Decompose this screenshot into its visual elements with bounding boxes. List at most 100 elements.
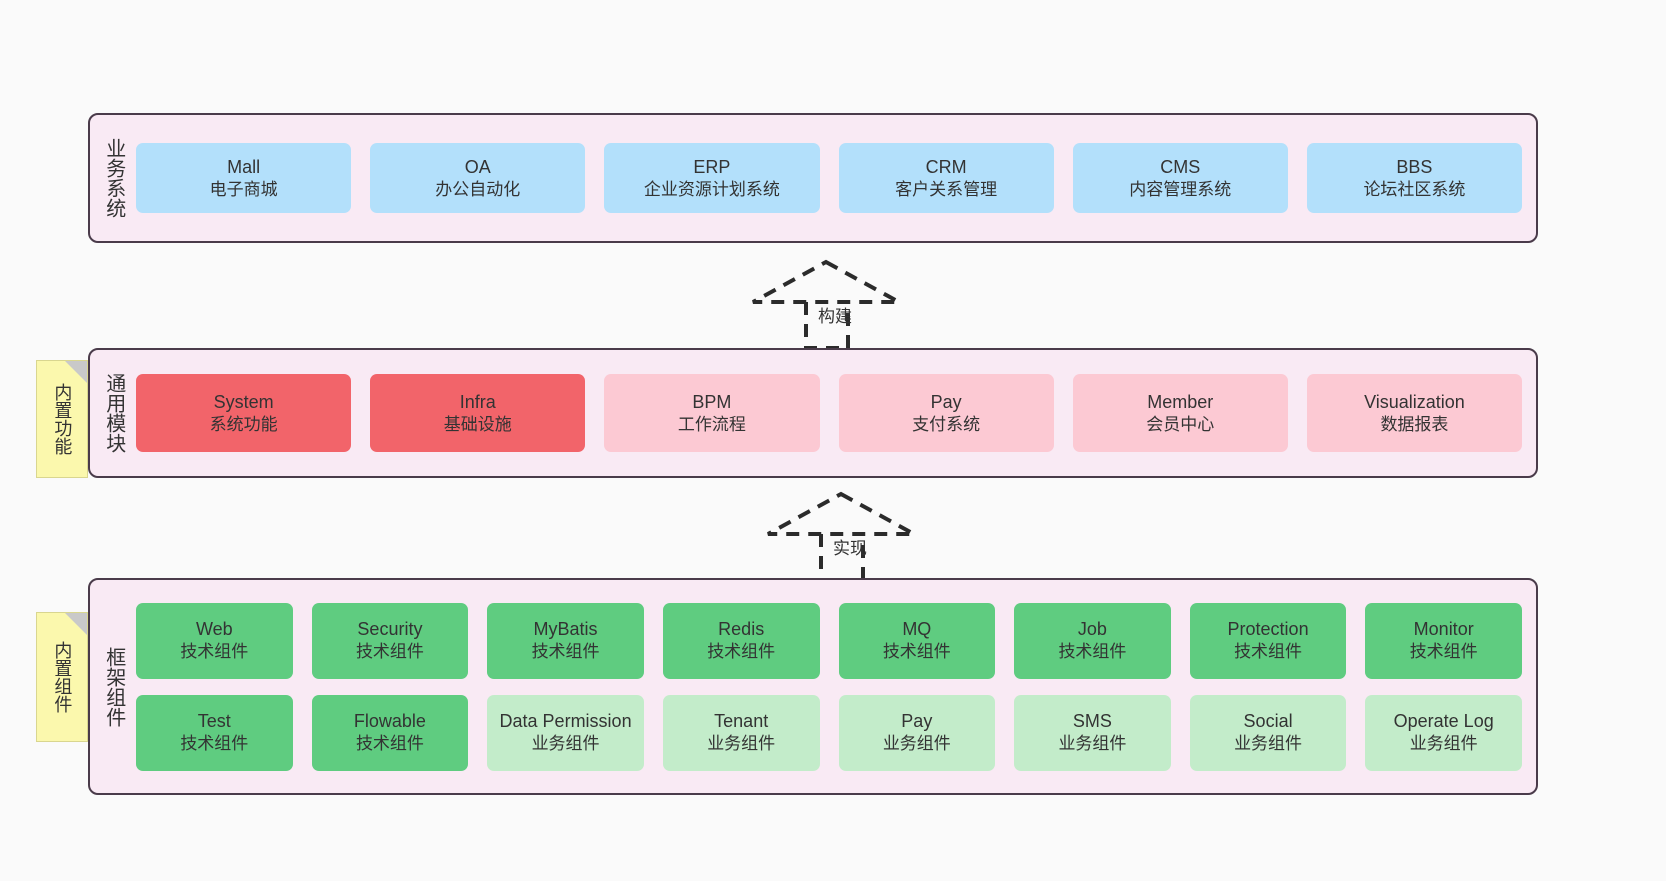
node-title: Protection: [1227, 619, 1309, 640]
node-subtitle: 会员中心: [1146, 414, 1215, 434]
layer-row: Mall 电子商城 OA 办公自动化 ERP 企业资源计划系统 CRM 客户关系…: [136, 143, 1523, 213]
layer-business-systems: 业务系统 Mall 电子商城 OA 办公自动化 ERP 企业资源计划系统 CRM…: [88, 113, 1538, 243]
layer-title-common: 通用模块: [102, 373, 125, 453]
node-subtitle: 企业资源计划系统: [643, 179, 780, 199]
node-subtitle: 技术组件: [531, 642, 600, 662]
node-redis[interactable]: Redis 技术组件: [662, 602, 820, 679]
note-label: 内置组件: [52, 641, 73, 713]
node-title: BPM: [692, 391, 732, 412]
node-title: Job: [1077, 619, 1107, 640]
node-title: Tenant: [714, 711, 769, 732]
node-title: Infra: [459, 391, 496, 412]
node-subtitle: 支付系统: [912, 414, 981, 434]
node-web[interactable]: Web 技术组件: [136, 602, 293, 679]
node-title: CMS: [1160, 156, 1201, 177]
node-title: Member: [1147, 391, 1214, 412]
node-title: Redis: [718, 619, 765, 640]
node-pay[interactable]: Pay 支付系统: [838, 374, 1054, 452]
connector-implement: 实现: [766, 490, 916, 582]
node-job[interactable]: Job 技术组件: [1014, 602, 1171, 679]
node-title: Web: [195, 619, 233, 640]
node-flowable[interactable]: Flowable 技术组件: [311, 694, 469, 771]
layer-body-common: System 系统功能 Infra 基础设施 BPM 工作流程 Pay 支付系统…: [136, 350, 1536, 476]
node-operate-log[interactable]: Operate Log 业务组件: [1365, 694, 1522, 771]
node-test[interactable]: Test 技术组件: [136, 694, 293, 771]
node-infra[interactable]: Infra 基础设施: [370, 374, 586, 452]
connector-label-implement: 实现: [833, 539, 867, 558]
node-title: MQ: [902, 619, 932, 640]
node-social[interactable]: Social 业务组件: [1189, 694, 1347, 771]
node-protection[interactable]: Protection 技术组件: [1189, 602, 1347, 679]
node-title: Flowable: [353, 711, 426, 732]
node-subtitle: 内容管理系统: [1129, 179, 1232, 199]
node-subtitle: 办公自动化: [435, 179, 521, 199]
node-title: System: [213, 391, 274, 412]
node-title: Visualization: [1364, 391, 1465, 412]
node-mq[interactable]: MQ 技术组件: [838, 602, 996, 679]
node-subtitle: 数据报表: [1380, 414, 1449, 434]
node-sms[interactable]: SMS 业务组件: [1014, 694, 1171, 771]
node-tenant[interactable]: Tenant 业务组件: [662, 694, 820, 771]
node-subtitle: 业务组件: [882, 734, 951, 754]
node-subtitle: 技术组件: [1234, 642, 1303, 662]
note-fold-icon: [65, 613, 87, 635]
node-crm[interactable]: CRM 客户关系管理: [838, 143, 1054, 213]
node-mybatis[interactable]: MyBatis 技术组件: [487, 602, 644, 679]
node-subtitle: 客户关系管理: [895, 179, 998, 199]
node-subtitle: 工作流程: [677, 414, 746, 434]
node-title: Security: [357, 619, 423, 640]
layer-common-modules: 通用模块 System 系统功能 Infra 基础设施 BPM 工作流程 Pay…: [88, 348, 1538, 478]
node-title: Social: [1243, 711, 1293, 732]
node-title: Pay: [930, 391, 962, 412]
node-pay-component[interactable]: Pay 业务组件: [838, 694, 996, 771]
node-subtitle: 业务组件: [707, 734, 776, 754]
node-title: Data Permission: [499, 711, 632, 732]
node-bbs[interactable]: BBS 论坛社区系统: [1306, 143, 1523, 213]
node-subtitle: 电子商城: [209, 179, 278, 199]
node-title: CRM: [925, 156, 967, 177]
node-subtitle: 业务组件: [1234, 734, 1303, 754]
node-subtitle: 技术组件: [180, 642, 249, 662]
node-subtitle: 技术组件: [707, 642, 776, 662]
note-label: 内置功能: [52, 383, 73, 455]
node-erp[interactable]: ERP 企业资源计划系统: [604, 143, 820, 213]
node-subtitle: 论坛社区系统: [1363, 179, 1466, 199]
node-title: Monitor: [1413, 619, 1474, 640]
node-bpm[interactable]: BPM 工作流程: [604, 374, 820, 452]
node-subtitle: 技术组件: [882, 642, 951, 662]
node-title: OA: [464, 156, 491, 177]
node-title: BBS: [1396, 156, 1433, 177]
node-security[interactable]: Security 技术组件: [311, 602, 469, 679]
node-system[interactable]: System 系统功能: [136, 374, 352, 452]
layer-row: Web 技术组件 Security 技术组件 MyBatis 技术组件 Redi…: [136, 602, 1522, 679]
layer-framework-components: 框架组件 Web 技术组件 Security 技术组件 MyBatis 技术组件…: [88, 578, 1538, 795]
node-subtitle: 技术组件: [1058, 642, 1127, 662]
node-subtitle: 业务组件: [1058, 734, 1127, 754]
node-subtitle: 系统功能: [209, 414, 278, 434]
layer-row: Test 技术组件 Flowable 技术组件 Data Permission …: [136, 694, 1522, 771]
node-subtitle: 技术组件: [355, 642, 424, 662]
node-title: Test: [197, 711, 231, 732]
node-member[interactable]: Member 会员中心: [1072, 374, 1288, 452]
layer-row: System 系统功能 Infra 基础设施 BPM 工作流程 Pay 支付系统…: [136, 374, 1523, 452]
node-title: MyBatis: [533, 619, 598, 640]
node-title: Mall: [227, 156, 261, 177]
node-visualization[interactable]: Visualization 数据报表: [1306, 374, 1523, 452]
node-subtitle: 业务组件: [531, 734, 600, 754]
layer-title-business: 业务系统: [102, 138, 125, 218]
node-subtitle: 技术组件: [355, 734, 424, 754]
connector-build: 构建: [751, 258, 901, 350]
node-title: Operate Log: [1393, 711, 1494, 732]
node-data-permission[interactable]: Data Permission 业务组件: [487, 694, 644, 771]
note-builtin-features: 内置功能: [36, 360, 88, 478]
node-mall[interactable]: Mall 电子商城: [136, 143, 352, 213]
node-title: Pay: [901, 711, 933, 732]
node-cms[interactable]: CMS 内容管理系统: [1072, 143, 1288, 213]
node-monitor[interactable]: Monitor 技术组件: [1365, 602, 1522, 679]
node-oa[interactable]: OA 办公自动化: [370, 143, 586, 213]
connector-label-build: 构建: [818, 307, 852, 326]
node-subtitle: 基础设施: [443, 414, 512, 434]
node-subtitle: 业务组件: [1409, 734, 1478, 754]
note-builtin-components: 内置组件: [36, 612, 88, 742]
note-fold-icon: [65, 361, 87, 383]
